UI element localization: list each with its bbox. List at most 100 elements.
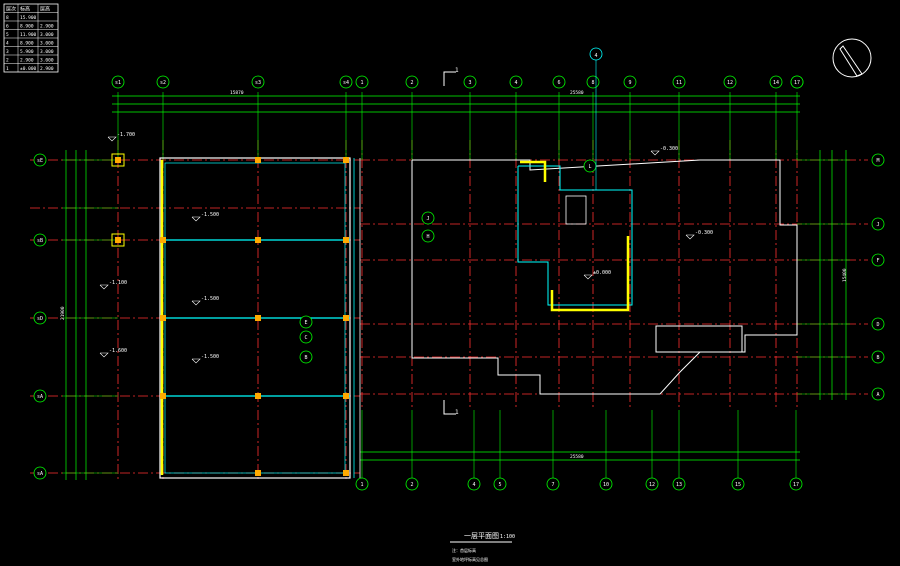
axis-bubble-bottom-label: 1 xyxy=(360,482,363,488)
axis-bubble-mid xyxy=(421,211,435,225)
level-symbol-icon xyxy=(583,274,593,280)
level-symbol-icon xyxy=(99,352,109,358)
axis-bubble-right-label: F xyxy=(876,258,879,264)
walls xyxy=(111,153,798,479)
axis-bubble-top-label: 2 xyxy=(410,80,413,86)
legend-cell: 2.900 xyxy=(40,66,54,72)
axis-bubble-left xyxy=(33,311,47,325)
legend-cell: 5.900 xyxy=(20,49,34,55)
axis-bubble-top xyxy=(339,75,353,89)
legend-cell: 8.900 xyxy=(20,41,34,47)
wall-line xyxy=(517,165,633,306)
level-value: -1.500 xyxy=(201,354,219,360)
axis-bubble-right xyxy=(871,387,885,401)
axis-bubble-top xyxy=(790,75,804,89)
axis-bubble-top-label: 6 xyxy=(557,80,560,86)
wall-cut-yellow xyxy=(550,236,630,312)
column xyxy=(115,157,121,163)
axis-bubble-top-label: s2 xyxy=(160,80,166,86)
axis-bubble-right-label: J xyxy=(876,222,879,228)
axis-bubble-mid xyxy=(299,350,313,364)
annotations: -1.700-1.500-1.500-1.500-1.600-1.100-0.3… xyxy=(99,47,713,364)
axis-bubble-bottom xyxy=(493,477,507,491)
axis-bubble-top-label: 8 xyxy=(591,80,594,86)
axis-bubble-bottom xyxy=(645,477,659,491)
legend-cell: 1 xyxy=(6,66,9,72)
axis-bubble-top-label: 12 xyxy=(727,80,733,86)
axis-bubble-right xyxy=(871,350,885,364)
axis-bubble-bottom-label: 7 xyxy=(551,482,554,488)
column xyxy=(343,315,349,321)
legend-cell: 6 xyxy=(6,24,9,30)
level-value: -0.300 xyxy=(660,146,678,152)
legend-cell: 8.900 xyxy=(20,24,34,30)
axis-bubble-top xyxy=(769,75,783,89)
axis-bubble-top xyxy=(509,75,523,89)
axis-bubble-top-label: 11 xyxy=(676,80,682,86)
level-symbol-icon xyxy=(99,284,109,290)
axis-bubble-bottom xyxy=(355,477,369,491)
axis-bubble-left-label: sE xyxy=(37,158,43,164)
column-pier xyxy=(111,233,125,247)
level-value: -1.500 xyxy=(201,296,219,302)
axis-bubble-left-label: sB xyxy=(37,238,43,244)
wall-cut-yellow xyxy=(520,160,547,182)
legend-cell: 3.000 xyxy=(40,32,54,38)
column xyxy=(343,237,349,243)
wall-room xyxy=(655,325,743,353)
svg-text:1: 1 xyxy=(455,67,459,74)
column xyxy=(160,237,166,243)
level-symbol-icon xyxy=(685,234,695,240)
level-value: -0.300 xyxy=(695,230,713,236)
detail-index-label: 4 xyxy=(594,53,597,59)
level-value: -1.500 xyxy=(201,212,219,218)
column xyxy=(255,470,261,476)
level-symbol-icon xyxy=(191,300,201,306)
axis-bubble-right xyxy=(871,317,885,331)
axis-bubble-left-label: sA xyxy=(37,471,43,477)
axis-bubble-bottom-label: 4 xyxy=(472,482,475,488)
wall-outline xyxy=(411,159,798,395)
axis-bubble-bottom xyxy=(731,477,745,491)
axis-bubble-top xyxy=(552,75,566,89)
axis-bubble-mid-label: J xyxy=(426,216,429,222)
axis-bubble-left-label: sD xyxy=(37,316,43,322)
level-symbol-icon xyxy=(191,216,201,222)
section-mark-top: 1 xyxy=(443,67,459,86)
axis-bubble-top-label: 14 xyxy=(773,80,779,86)
axis-bubbles: s1s2s3s412346891112141617124571012131517… xyxy=(33,75,885,491)
legend-header: 标高 xyxy=(20,6,30,13)
column xyxy=(255,237,261,243)
axis-bubble-left xyxy=(33,466,47,480)
dim-total-left: 21900 xyxy=(60,306,66,320)
dim-total-right: 15400 xyxy=(842,268,848,282)
legend-header: 层高 xyxy=(40,6,50,13)
axis-bubble-bottom xyxy=(672,477,686,491)
axis-bubble-bottom-label: 12 xyxy=(649,482,655,488)
axis-bubble-mid xyxy=(299,315,313,329)
axis-bubble-top xyxy=(623,75,637,89)
column xyxy=(115,237,121,243)
level-value: -1.700 xyxy=(117,132,135,138)
axis-bubble-mid-label: B xyxy=(304,355,307,361)
axis-bubble-mid-label: L xyxy=(588,164,591,170)
axis-bubble-right xyxy=(871,253,885,267)
level-symbol-icon xyxy=(107,136,117,142)
axis-bubble-top xyxy=(672,75,686,89)
axis-bubble-top xyxy=(405,75,419,89)
drawing-title: 一层平面图 xyxy=(464,532,499,540)
axis-bubble-right-label: A xyxy=(876,392,879,398)
axis-bubble-right xyxy=(871,217,885,231)
axis-bubble-top xyxy=(111,75,125,89)
axis-bubble-top-label: 4 xyxy=(514,80,517,86)
axis-bubble-left xyxy=(33,233,47,247)
axis-bubble-bottom xyxy=(467,477,481,491)
axis-bubble-mid-label: H xyxy=(426,234,429,240)
axis-bubble-top-label: 1 xyxy=(360,80,363,86)
level-value: -1.100 xyxy=(109,280,127,286)
column xyxy=(343,393,349,399)
column-pier xyxy=(111,153,125,167)
level-symbol-icon xyxy=(191,358,201,364)
